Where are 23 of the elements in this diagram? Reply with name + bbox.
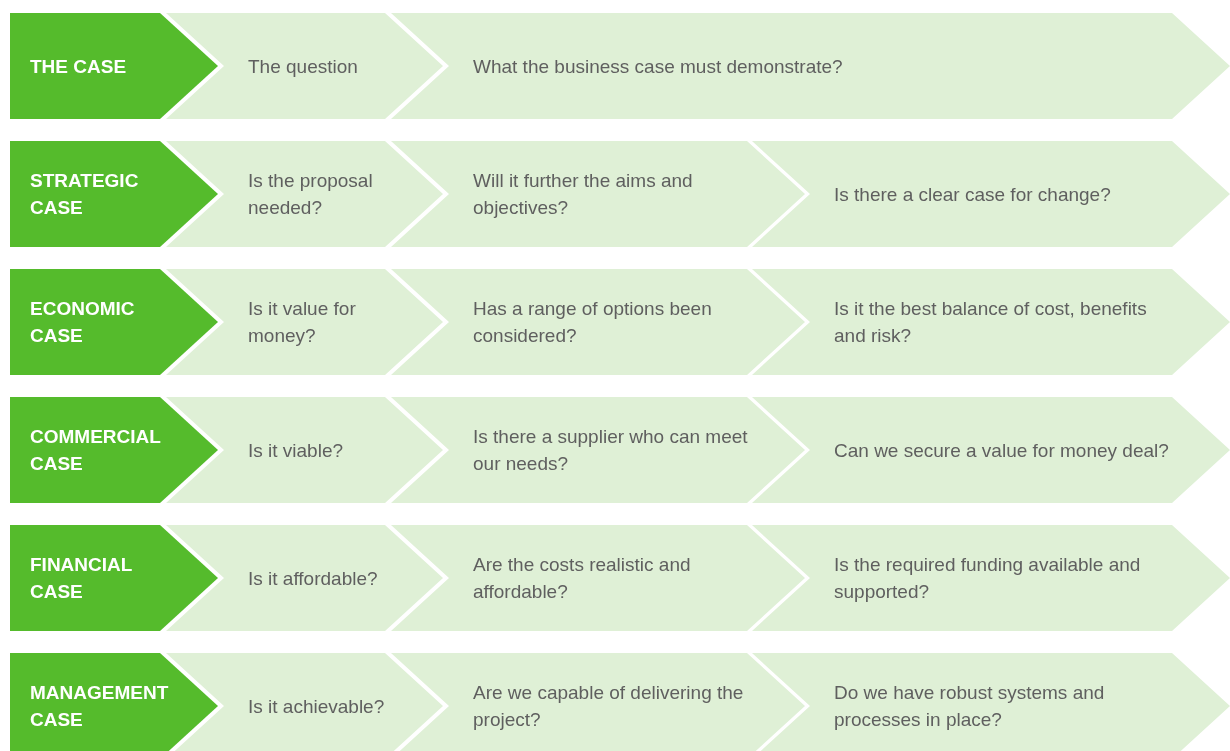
question-text: Is the proposal needed? — [248, 169, 374, 220]
row-heading: MANAGEMENT CASE — [30, 681, 170, 732]
question-text: Is the required funding available and supported? — [834, 553, 1142, 604]
question-text: Are we capable of delivering the project? — [473, 681, 745, 732]
question-text: What the business case must demonstrate? — [473, 54, 844, 79]
row-heading: ECONOMIC CASE — [30, 297, 136, 348]
question-text: Can we secure a value for money deal? — [834, 438, 1170, 463]
question-text: The question — [248, 54, 359, 79]
question-text: Do we have robust systems and processes in place? — [834, 681, 1106, 732]
question-text: Is there a clear case for change? — [834, 182, 1112, 207]
question-text: Is it achievable? — [248, 694, 386, 719]
question-text: Is it the best balance of cost, benefits and risk? — [834, 297, 1148, 348]
question-text: Is there a supplier who can meet our needs? — [473, 425, 749, 476]
row-heading: FINANCIAL CASE — [30, 553, 134, 604]
row-heading: THE CASE — [30, 54, 128, 79]
question-text: Is it affordable? — [248, 566, 379, 591]
question-text: Has a range of options been considered? — [473, 297, 713, 348]
question-text: Are the costs realistic and affordable? — [473, 553, 692, 604]
row-heading: COMMERCIAL CASE — [30, 425, 162, 476]
row-heading: STRATEGIC CASE — [30, 169, 140, 220]
question-text: Is it value for money? — [248, 297, 357, 348]
question-text: Is it viable? — [248, 438, 345, 463]
question-text: Will it further the aims and objectives? — [473, 169, 694, 220]
